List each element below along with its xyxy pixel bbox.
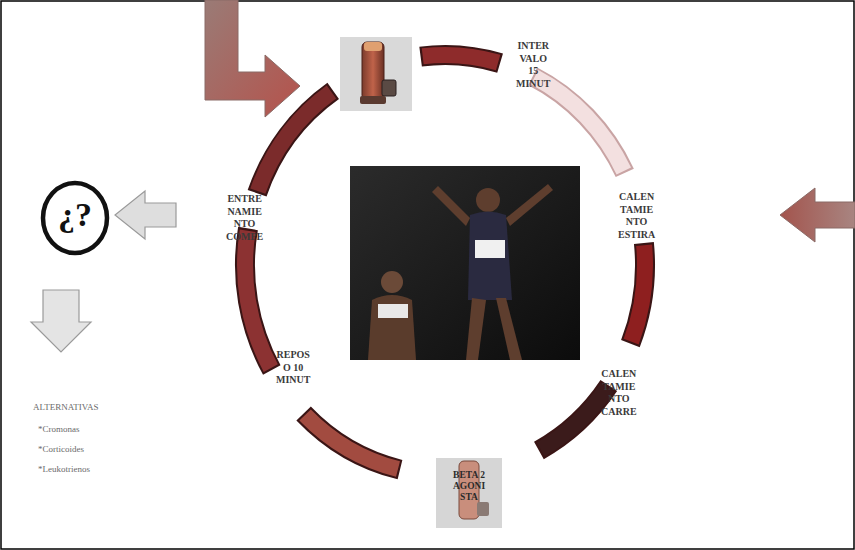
cycle-ring [245,55,645,470]
ring-segment [630,243,645,344]
ring-segment [541,387,608,449]
ring-segment [304,414,400,470]
entry-arrow [780,188,855,242]
stage-label: CALEN TAMIE NTO CARRE [601,368,637,418]
question-mark: ¿? [40,180,110,250]
down-arrow [31,290,91,352]
stage-label: INTER VALO 15 MINUT [516,40,550,90]
list-item: *Cromonas [38,424,80,435]
ring-segment [245,229,272,371]
ring-segment [533,76,625,173]
pointer-arrow [115,191,176,239]
athletes-photo [350,166,580,360]
list-heading: ALTERNATIVAS [33,402,99,413]
inhaler-picture [340,37,412,111]
entry-arrow [205,0,300,117]
list-item: *Leukotrienos [38,464,90,475]
drug-name: BETA 2 AGONI STA [447,470,491,503]
ring-segment [245,231,271,368]
stage-label: CALEN TAMIE NTO ESTIRA [618,191,655,241]
ring-segment [423,55,498,63]
ring-segment [539,386,609,451]
question-circle: ¿? [40,180,110,256]
inhaler-box: BETA 2 AGONI STA [436,458,502,528]
ring-segment [421,55,501,63]
ring-segment [631,245,645,341]
ring-segment [305,415,398,469]
list-item: *Corticoides [38,444,84,455]
stage-label: ENTRE NAMIE NTO COMPE [226,193,263,243]
stage-label: REPOS O 10 MINUT [276,349,310,387]
ring-segment [535,77,624,171]
